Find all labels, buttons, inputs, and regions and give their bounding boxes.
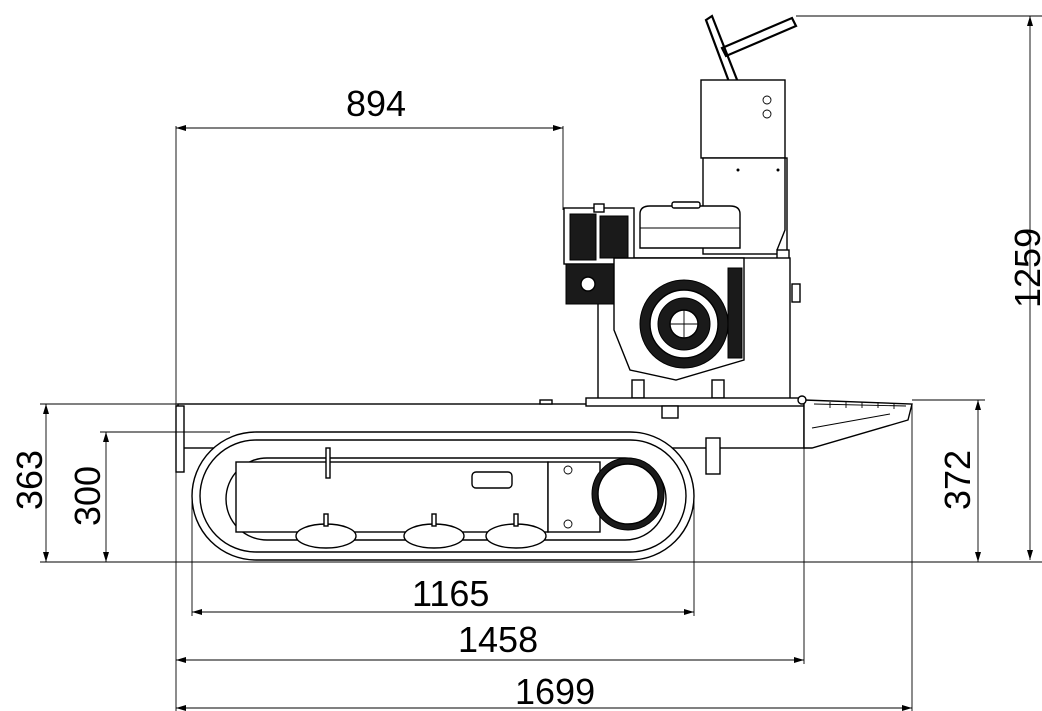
dimension-chassis-length-label: 1458: [458, 619, 538, 660]
dimension-total-height-label: 1259: [1007, 228, 1042, 308]
dimension-rear-deck-height-label: 372: [937, 450, 978, 510]
dimension-total-height: 1259: [1007, 16, 1042, 560]
tracked-carrier-machine: [175, 14, 1042, 561]
dimension-engine-offset-label: 894: [346, 83, 406, 124]
dimension-platform-height: 363: [9, 404, 50, 562]
dimension-platform-height-label: 363: [9, 450, 50, 510]
dimension-engine-offset: 894: [175, 83, 564, 404]
dimension-lines: 894 1259 363 300: [9, 16, 1042, 711]
dimension-overall-length: 1699: [176, 671, 912, 711]
rear-ramp: [797, 395, 913, 449]
track-rollers: [295, 513, 547, 549]
dimension-track-height-label: 300: [67, 466, 108, 526]
drive-sprocket: [547, 457, 665, 533]
dimension-track-length: 1165: [192, 573, 694, 615]
dimension-chassis-length: 1458: [176, 619, 804, 663]
crawler-track: [191, 431, 695, 561]
dimension-track-height: 300: [67, 432, 109, 562]
dimension-rear-deck-height: 372: [937, 400, 981, 562]
dimension-track-length-label: 1165: [412, 573, 489, 614]
dimension-overall-length-label: 1699: [515, 671, 595, 711]
engine: [563, 201, 745, 381]
control-tower: [700, 79, 801, 303]
